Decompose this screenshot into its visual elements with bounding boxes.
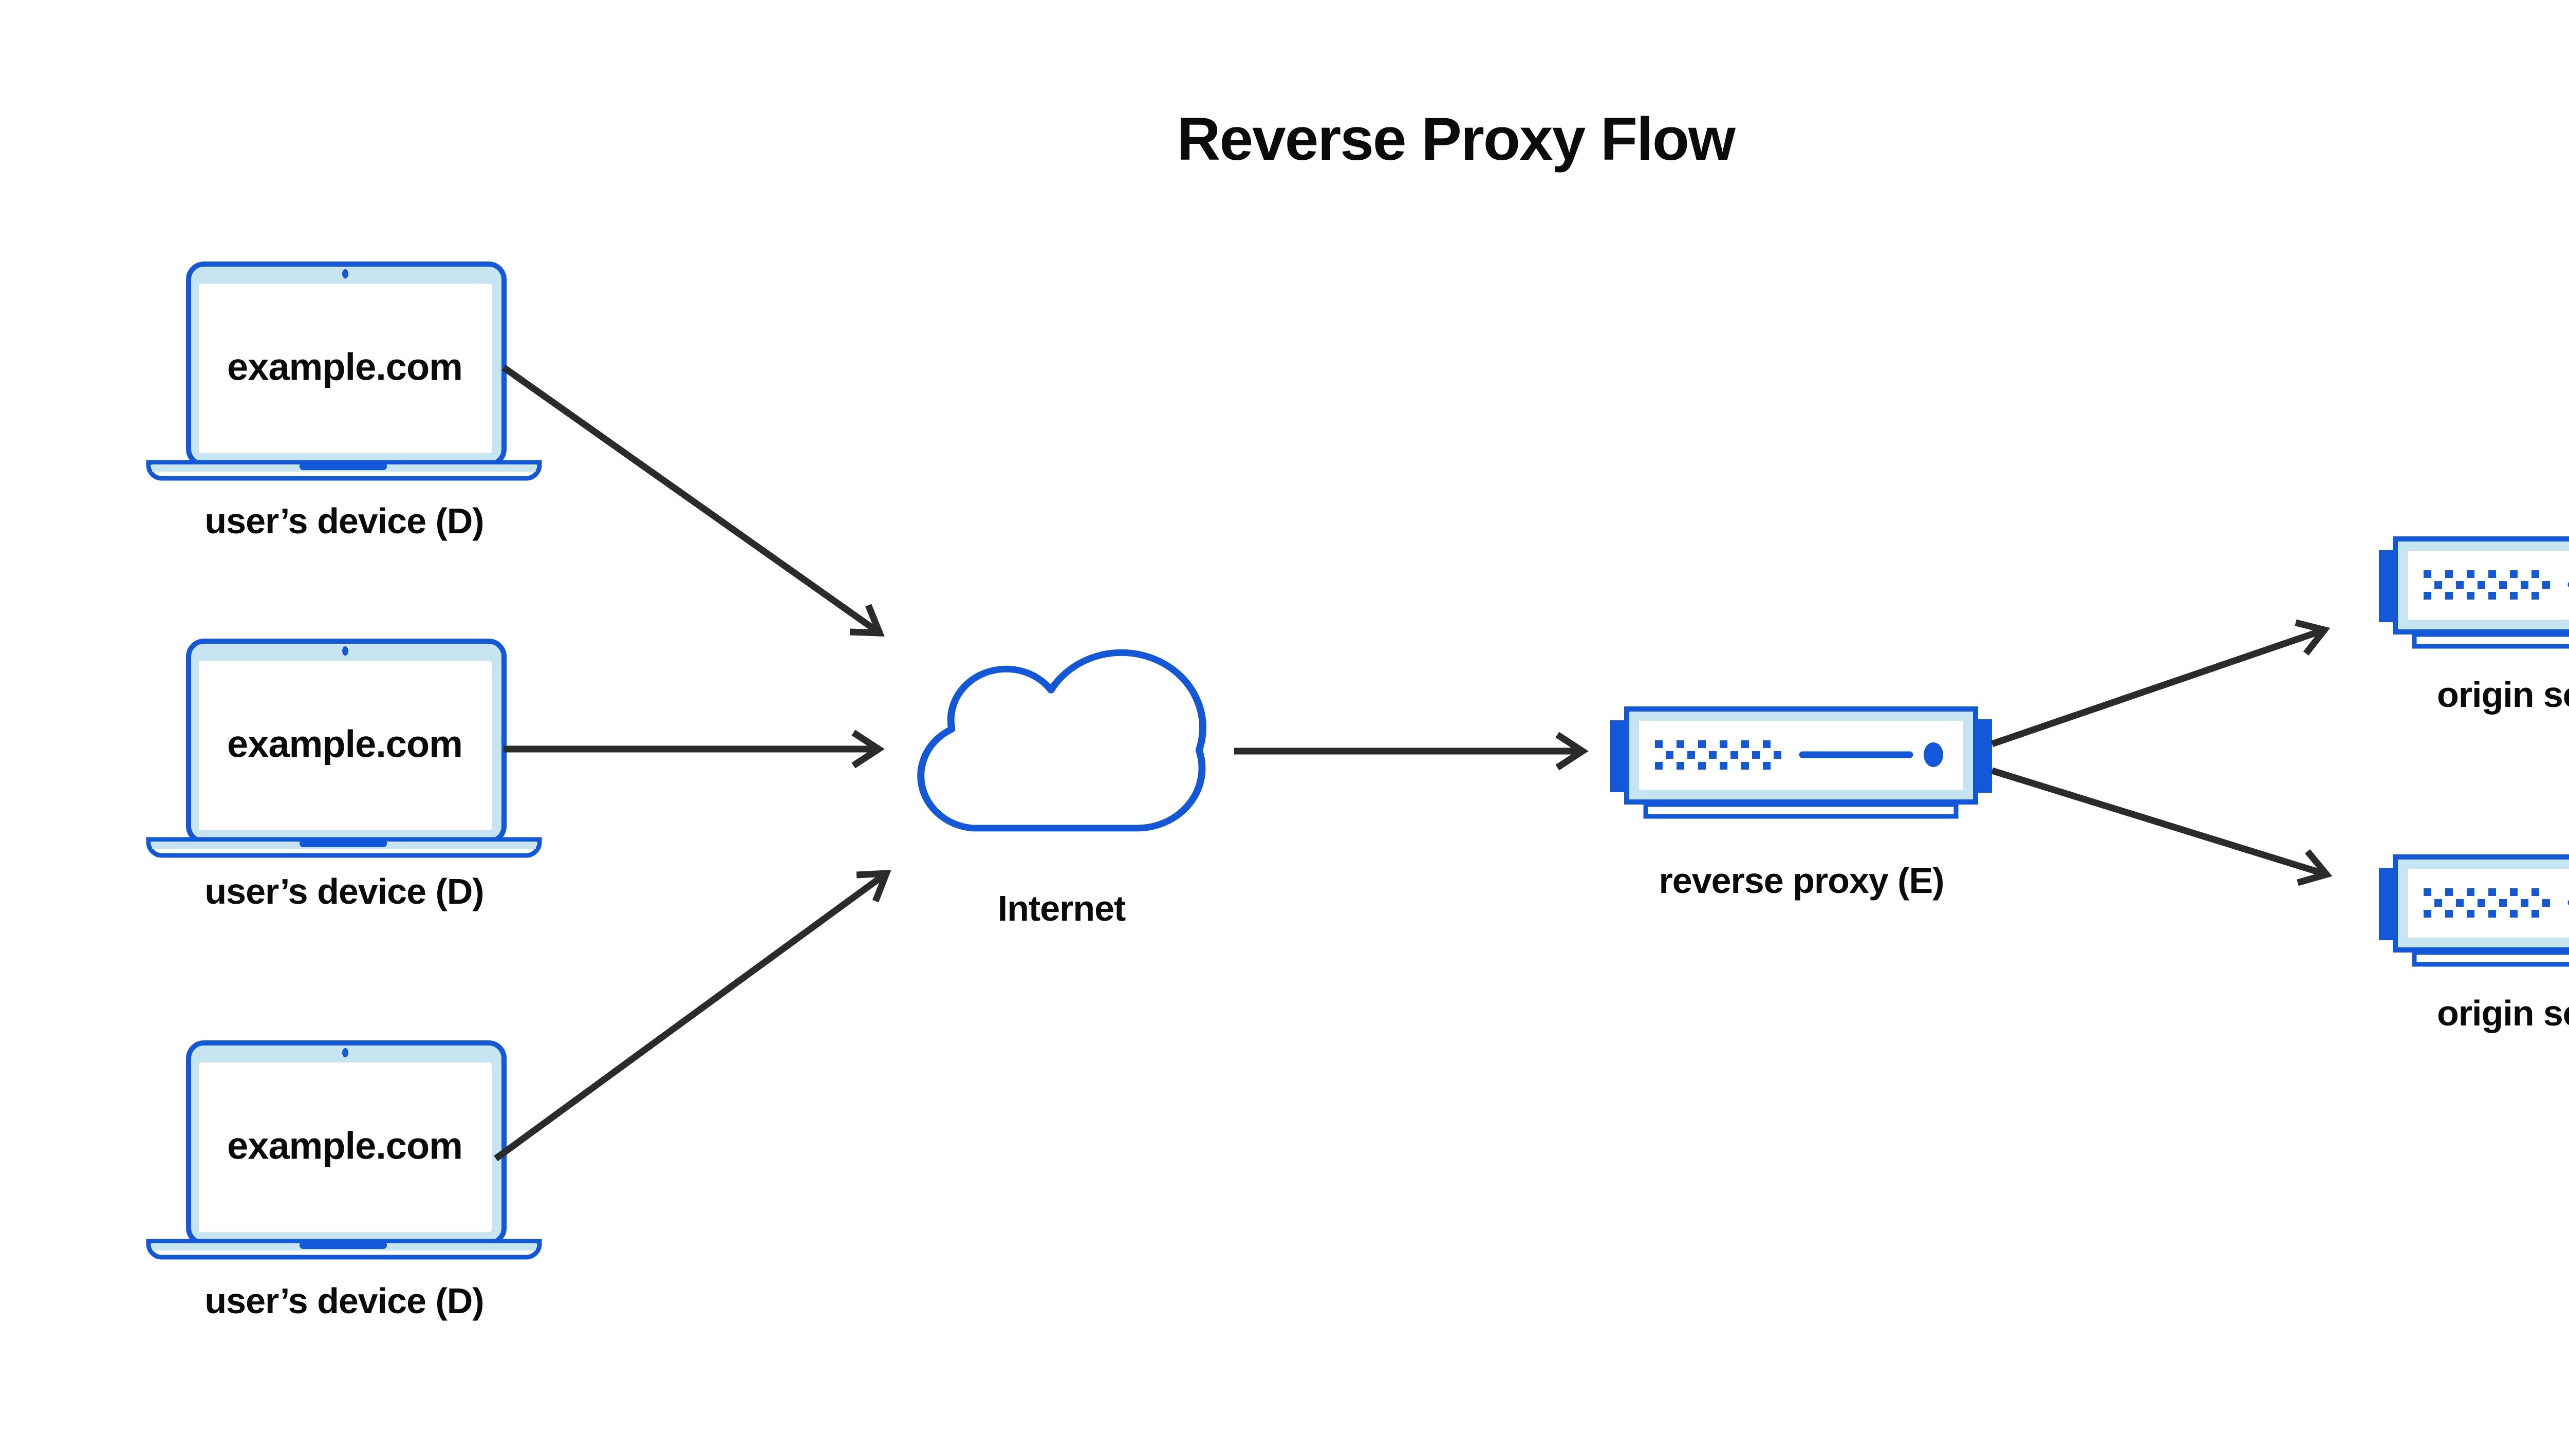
- user-device-1: example.com: [146, 262, 542, 481]
- device-3-label: user’s device (D): [204, 1281, 484, 1321]
- server-power-dot: [1924, 742, 1943, 767]
- laptop-base-notch: [300, 839, 387, 847]
- laptop-screen: [199, 661, 492, 830]
- server-left-tab: [1610, 720, 1626, 792]
- laptop-camera-icon: [342, 269, 348, 278]
- reverse-proxy-label: reverse proxy (E): [1659, 861, 1945, 901]
- laptop-screen: [199, 284, 492, 453]
- laptop-base-notch: [300, 462, 387, 470]
- server-icon: [2379, 854, 2569, 967]
- server-vent-grid: [2424, 570, 2550, 603]
- internet-label: Internet: [997, 888, 1126, 928]
- device-1-label: user’s device (D): [204, 501, 484, 541]
- user-device-3: example.com: [146, 1040, 542, 1260]
- server-left-tab: [2379, 550, 2394, 622]
- server-icon: [2379, 536, 2569, 649]
- laptop-camera-icon: [342, 1048, 348, 1057]
- internet: [880, 621, 1271, 846]
- device-screen-url: example.com: [227, 1124, 463, 1167]
- device-screen-url: example.com: [227, 345, 463, 388]
- laptop-icon: [146, 262, 542, 481]
- laptop-icon: [146, 639, 542, 858]
- server-icon: [1610, 706, 1992, 819]
- reverse-proxy: [1610, 706, 1993, 819]
- flow-arrow-proxy-origin1: [1990, 619, 2331, 748]
- server-base: [2412, 950, 2569, 967]
- origin-server-1: [2378, 536, 2569, 649]
- cloud-icon: [917, 649, 1206, 832]
- device-screen-url: example.com: [227, 722, 463, 766]
- flow-arrow-device2-internet: [504, 730, 885, 769]
- cloud-outline: [917, 649, 1206, 832]
- laptop-camera-icon: [342, 646, 348, 656]
- user-device-2: example.com: [146, 639, 542, 858]
- server-vent-grid: [2424, 888, 2550, 921]
- laptop-screen: [199, 1062, 492, 1232]
- page-title: Reverse Proxy Flow: [1177, 105, 1736, 173]
- device-2-label: user’s device (D): [204, 871, 484, 911]
- origin-server-2: [2378, 854, 2569, 967]
- laptop-base-notch: [300, 1241, 387, 1249]
- origin-server-2-label: origin server (F): [2437, 993, 2569, 1033]
- flow-arrow-proxy-origin2: [1991, 767, 2333, 886]
- flow-arrow-device1-internet: [501, 364, 885, 637]
- server-vent-grid: [1655, 740, 1781, 773]
- origin-server-1-label: origin server (F): [2437, 675, 2569, 715]
- flow-arrow-device3-internet: [494, 869, 891, 1162]
- server-left-tab: [2379, 868, 2394, 940]
- flow-arrow-internet-proxy: [1234, 732, 1589, 771]
- server-base: [2412, 632, 2569, 649]
- server-right-tab: [1977, 719, 1992, 793]
- laptop-icon: [146, 1040, 542, 1260]
